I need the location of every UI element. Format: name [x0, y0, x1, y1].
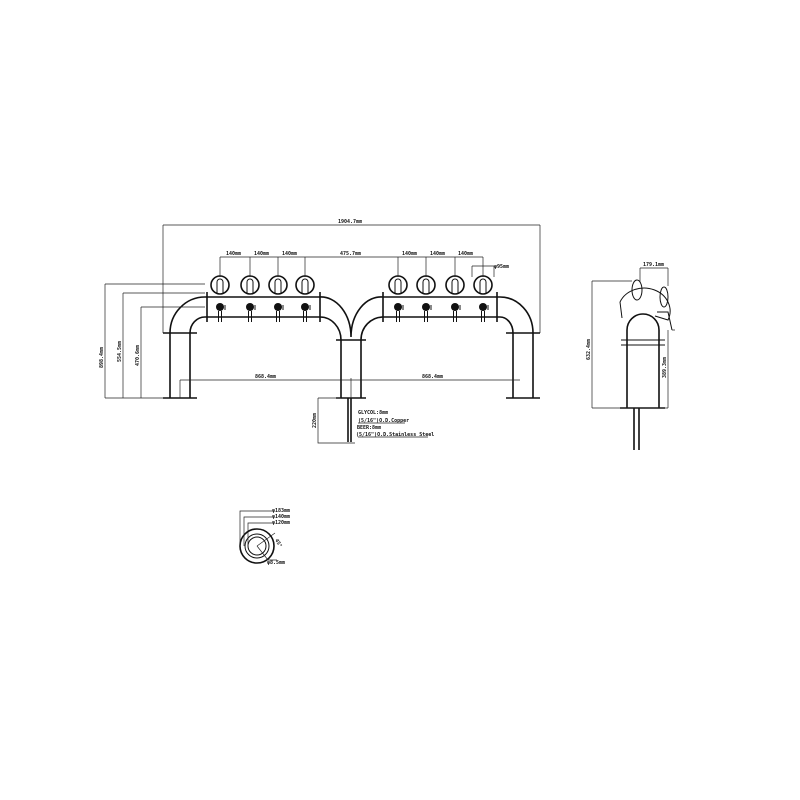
tap	[295, 275, 315, 322]
overall-width-label: 1904.7mm	[338, 219, 362, 225]
middle-diameter-label: φ140mm	[272, 514, 290, 520]
note-copper: (5/16")O.D.Copper	[358, 418, 409, 424]
spacing-label: 140mm	[254, 251, 269, 257]
depth-label: 179.1mm	[643, 262, 664, 268]
tap	[445, 275, 465, 322]
tap	[210, 275, 230, 322]
tap-spacing-dimension: 140mm 140mm 140mm 475.7mm 140mm 140mm 14…	[219, 251, 509, 277]
height-mid-label: 554.5mm	[117, 341, 123, 362]
manifold	[163, 292, 540, 399]
outer-diameter-label: φ183mm	[272, 508, 290, 514]
base-detail: φ183mm φ140mm φ120mm 45° φ8.5mm	[239, 508, 290, 566]
spacing-label: 140mm	[458, 251, 473, 257]
supply-lines: 220mm GLYCOL:8mm (5/16")O.D.Copper BEER:…	[312, 397, 434, 444]
tap	[268, 275, 288, 322]
line-length-label: 220mm	[312, 413, 318, 428]
tap	[473, 275, 493, 322]
center-spacing-label: 475.7mm	[340, 251, 361, 257]
note-beer: BEER:8mm	[357, 425, 381, 431]
height-total-label: 898.4mm	[99, 347, 105, 368]
span-left-label: 868.4mm	[255, 374, 276, 380]
spacing-label: 140mm	[226, 251, 241, 257]
inner-diameter-label: φ120mm	[272, 520, 290, 526]
height-low-label: 470.6mm	[135, 345, 141, 366]
hole-diameter-label: φ8.5mm	[267, 560, 285, 566]
span-right-label: 868.4mm	[422, 374, 443, 380]
tap-diameter-label: φ95mm	[494, 264, 509, 270]
spacing-label: 140mm	[402, 251, 417, 257]
note-stainless: (5/16")O.D.Stainless Steel	[356, 432, 434, 438]
overall-dimension: 1904.7mm	[162, 219, 541, 333]
height-dimensions: 898.4mm 554.5mm 470.6mm 868.4mm 868.4mm	[99, 283, 520, 399]
note-glycol: GLYCOL:8mm	[358, 410, 388, 416]
tap	[388, 275, 408, 322]
tap	[240, 275, 260, 322]
spacing-label: 140mm	[282, 251, 297, 257]
taps	[210, 275, 493, 322]
side-view: 179.1mm 632.4mm 389.3mm	[586, 262, 675, 450]
side-height-label: 632.4mm	[586, 339, 592, 360]
tap	[416, 275, 436, 322]
spacing-label: 140mm	[430, 251, 445, 257]
angle-label: 45°	[273, 538, 283, 549]
spout-height-label: 389.3mm	[662, 357, 668, 378]
